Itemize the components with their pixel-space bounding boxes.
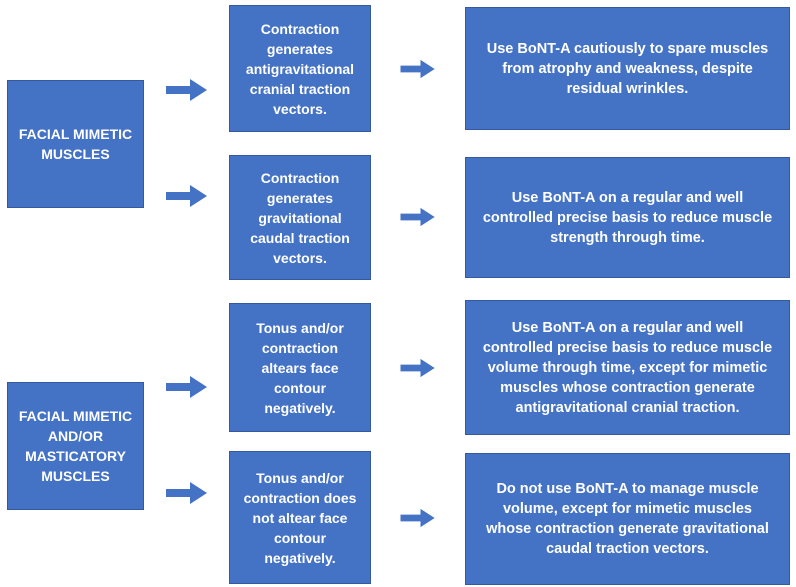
box-label: Use BoNT-A on a regular and well control… [482, 319, 773, 416]
right-arrow-icon [400, 358, 435, 378]
box-label: Contraction generates gravitational caud… [250, 169, 350, 266]
box-use-bonta-cautiously: Use BoNT-A cautiously to spare muscles f… [465, 7, 790, 130]
right-arrow-icon [400, 207, 435, 227]
box-label: Tonus and/or contraction does not altear… [243, 469, 357, 566]
right-arrow-icon [166, 376, 207, 398]
box-label: FACIAL MIMETIC AND/OR MASTICATORY MUSCLE… [18, 408, 133, 484]
right-arrow-icon [166, 185, 207, 207]
box-label: Contraction generates antigravitational … [245, 20, 355, 117]
box-facial-mimetic-muscles: FACIAL MIMETIC MUSCLES [7, 80, 144, 208]
box-label: Do not use BoNT-A to manage muscle volum… [486, 481, 769, 557]
box-facial-mimetic-and-or-masticatory-muscles: FACIAL MIMETIC AND/OR MASTICATORY MUSCLE… [7, 382, 144, 510]
box-tonus-alters-contour: Tonus and/or contraction altears face co… [229, 303, 371, 432]
box-label: Tonus and/or contraction altears face co… [256, 319, 344, 416]
right-arrow-icon [166, 79, 207, 101]
box-do-not-use-bonta: Do not use BoNT-A to manage muscle volum… [465, 453, 790, 585]
box-label: Use BoNT-A on a regular and well control… [482, 189, 773, 246]
box-use-bonta-reduce-volume: Use BoNT-A on a regular and well control… [465, 300, 790, 435]
box-use-bonta-reduce-strength: Use BoNT-A on a regular and well control… [465, 157, 790, 278]
box-contraction-antigravitational: Contraction generates antigravitational … [229, 5, 371, 132]
right-arrow-icon [400, 508, 435, 528]
right-arrow-icon [166, 482, 207, 504]
box-label: Use BoNT-A cautiously to spare muscles f… [486, 40, 769, 97]
box-contraction-gravitational: Contraction generates gravitational caud… [229, 155, 371, 280]
box-tonus-does-not-alter-contour: Tonus and/or contraction does not altear… [229, 451, 371, 584]
box-label: FACIAL MIMETIC MUSCLES [18, 126, 133, 162]
right-arrow-icon [400, 59, 435, 79]
